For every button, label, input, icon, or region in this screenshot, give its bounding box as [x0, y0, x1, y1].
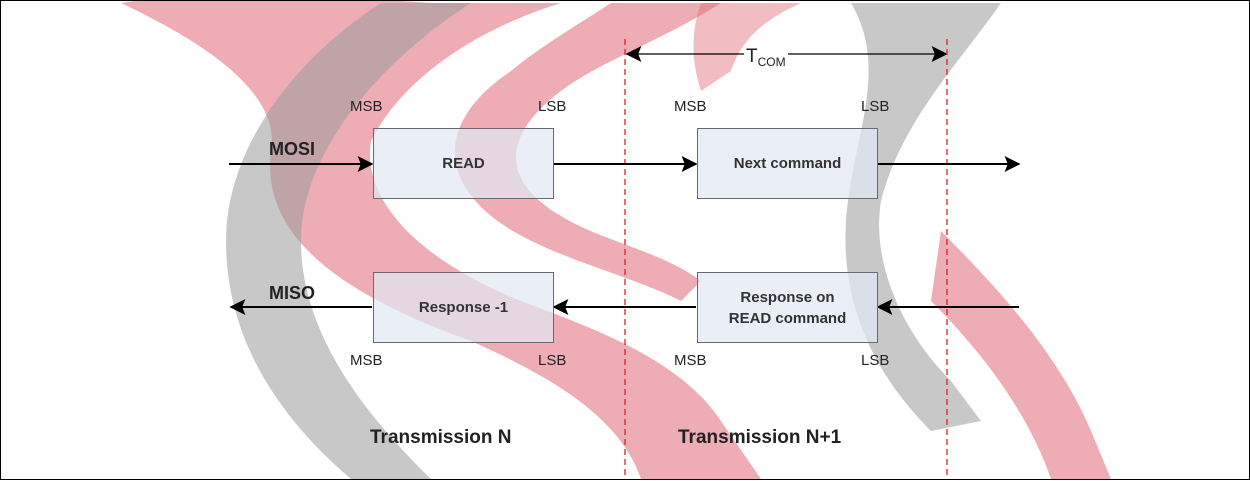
watermark-red-right-tail — [931, 231, 1111, 479]
response-prev-box: Response -1 — [373, 272, 554, 343]
next-command-box: Next command — [697, 128, 878, 199]
watermark-gray-right-arc — [845, 3, 1001, 431]
watermark-red-band-lower — [454, 3, 721, 301]
next-command-text: Next command — [733, 155, 842, 172]
transmission-n-label: Transmission N — [370, 427, 512, 448]
response-prev-text: Response -1 — [418, 299, 509, 316]
lsb-label-read: LSB — [538, 98, 567, 115]
response-read-text-line2: READ command — [728, 309, 847, 327]
read-command-text: READ — [442, 155, 485, 172]
lsb-label-next: LSB — [861, 98, 890, 115]
tcom-symbol: T — [746, 46, 758, 67]
mosi-label: MOSI — [269, 139, 316, 159]
miso-label: MISO — [269, 283, 316, 303]
watermark-red-top-sweep — [693, 3, 801, 91]
msb-label-read: MSB — [350, 98, 383, 115]
response-read-text-line1: Response on — [740, 288, 835, 306]
msb-label-response-prev: MSB — [350, 352, 383, 369]
tcom-subscript: COM — [757, 55, 786, 69]
msb-label-response-read: MSB — [674, 352, 707, 369]
msb-label-next: MSB — [674, 98, 707, 115]
transmission-n-plus-1-label: Transmission N+1 — [678, 427, 842, 448]
read-command-box: READ — [373, 128, 554, 199]
tcom-label: TCOM — [744, 47, 788, 68]
response-read-box: Response on READ command — [697, 272, 878, 343]
lsb-label-response-read: LSB — [861, 352, 890, 369]
lsb-label-response-prev: LSB — [538, 352, 567, 369]
watermark-gray-arc — [226, 3, 471, 479]
